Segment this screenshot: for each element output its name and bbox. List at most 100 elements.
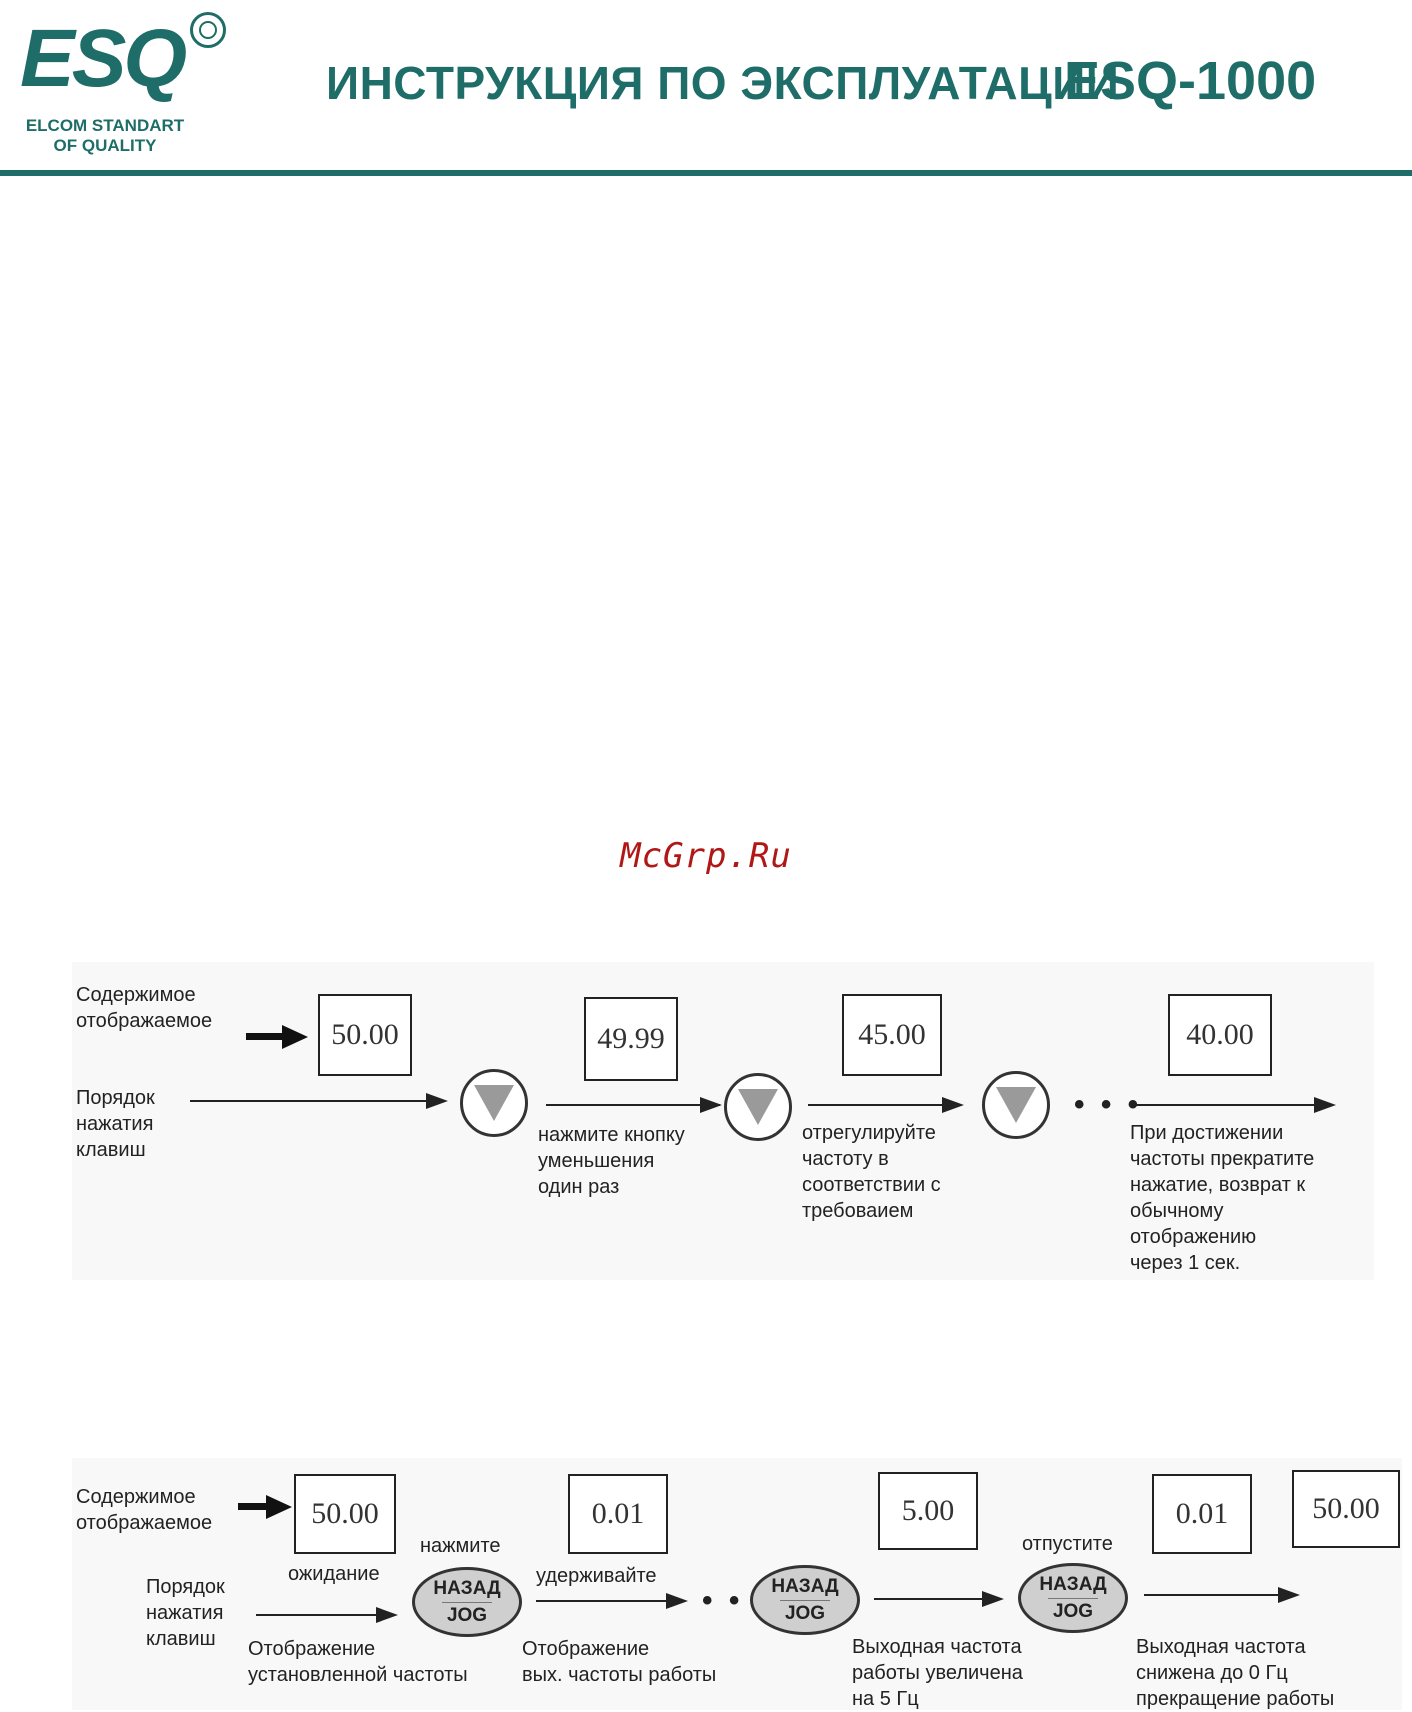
display-content-label-line1: Содержимое xyxy=(76,1486,196,1508)
flow-arrow-head xyxy=(942,1097,964,1113)
flow-arrow-head xyxy=(1278,1587,1300,1603)
down-triangle-icon xyxy=(996,1087,1036,1123)
key-order-label-line2: нажатия xyxy=(146,1602,224,1624)
display-box: 45.00 xyxy=(842,994,942,1076)
display-box: 50.00 xyxy=(318,994,412,1076)
esq-logo: ESQ xyxy=(20,13,187,104)
flow-arrow-head xyxy=(982,1591,1004,1607)
key-order-label-line1: Порядок xyxy=(76,1087,155,1109)
step-description: Выходная частота работы увеличена на 5 Г… xyxy=(852,1634,1023,1712)
display-box: 40.00 xyxy=(1168,994,1272,1076)
back-jog-button[interactable]: НАЗАД JOG xyxy=(750,1565,860,1635)
key-order-label-line3: клавиш xyxy=(76,1139,146,1161)
flow-arrow-head xyxy=(666,1593,688,1609)
key-order-label: Порядок нажатия клавиш xyxy=(76,1085,155,1163)
step-description: нажмите кнопку уменьшения один раз xyxy=(538,1122,685,1200)
back-jog-divider xyxy=(442,1601,492,1603)
flow-arrow-line xyxy=(1144,1594,1284,1596)
step-line: через 1 сек. xyxy=(1130,1252,1241,1274)
continuation-dots: • • • xyxy=(1074,1088,1143,1121)
back-jog-divider xyxy=(780,1599,830,1601)
step-line: нажмите кнопку xyxy=(538,1124,685,1146)
step-line: установленной частоты xyxy=(248,1664,468,1686)
display-box: 49.99 xyxy=(584,997,678,1081)
header-divider xyxy=(0,170,1412,176)
back-jog-label-bottom: JOG xyxy=(446,1604,488,1626)
logo-emblem-icon xyxy=(190,12,226,48)
step-description: отрегулируйте частоту в соответствии с т… xyxy=(802,1120,941,1224)
step-line: один раз xyxy=(538,1176,620,1198)
display-box: 0.01 xyxy=(1152,1474,1252,1554)
display-arrow-head xyxy=(282,1025,308,1049)
hold-label: удерживайте xyxy=(536,1565,657,1587)
key-order-label: Порядок нажатия клавиш xyxy=(146,1574,225,1652)
display-content-label-line2: отображаемое xyxy=(76,1512,213,1534)
step-line: снижена до 0 Гц xyxy=(1136,1662,1288,1684)
flow-arrow-line xyxy=(874,1598,986,1600)
release-label: отпустите xyxy=(1022,1533,1113,1555)
logo-emblem-inner xyxy=(199,21,217,39)
display-arrow-shaft xyxy=(246,1033,282,1040)
back-jog-label-top: НАЗАД xyxy=(1039,1573,1107,1595)
step-line: вых. частоты работы xyxy=(522,1664,717,1686)
flow-arrow-head xyxy=(700,1097,722,1113)
display-content-label: Содержимое отображаемое xyxy=(76,1484,212,1536)
press-label: нажмите xyxy=(420,1535,501,1557)
flow-arrow-line xyxy=(808,1104,958,1106)
watermark: McGrp.Ru xyxy=(620,836,792,876)
step-line: прекращение работы xyxy=(1136,1688,1335,1710)
down-triangle-icon xyxy=(474,1085,514,1121)
document-title: ИНСТРУКЦИЯ ПО ЭКСПЛУАТАЦИИ xyxy=(326,57,1120,109)
flow-arrow-line xyxy=(1132,1104,1322,1106)
step-description: Отображение вых. частоты работы xyxy=(522,1636,716,1688)
back-jog-button[interactable]: НАЗАД JOG xyxy=(412,1567,522,1637)
back-jog-label-top: НАЗАД xyxy=(433,1577,501,1599)
step-line: частоту в xyxy=(802,1148,889,1170)
flow-arrow-head xyxy=(1314,1097,1336,1113)
back-jog-label-top: НАЗАД xyxy=(771,1575,839,1597)
display-box: 5.00 xyxy=(878,1472,978,1550)
flow-arrow-line xyxy=(256,1614,386,1616)
logo-subtitle-line1: ELCOM STANDART xyxy=(25,116,185,135)
display-box: 0.01 xyxy=(568,1474,668,1554)
step-line: обычному xyxy=(1130,1200,1224,1222)
down-button[interactable] xyxy=(982,1071,1050,1139)
step-line: нажатие, возврат к xyxy=(1130,1174,1306,1196)
key-order-label-line3: клавиш xyxy=(146,1628,216,1650)
flow-arrow-line xyxy=(536,1600,680,1602)
flow-arrow-head xyxy=(426,1093,448,1109)
down-triangle-icon xyxy=(738,1089,778,1125)
display-content-label-line2: отображаемое xyxy=(76,1010,213,1032)
model-name: ESQ-1000 xyxy=(1064,51,1317,111)
key-order-label-line1: Порядок xyxy=(146,1576,225,1598)
step-line: Отображение xyxy=(522,1638,650,1660)
flow-arrow-line xyxy=(190,1100,426,1102)
step-line: частоты прекратите xyxy=(1130,1148,1315,1170)
step-line: отрегулируйте xyxy=(802,1122,936,1144)
step-description: Отображение установленной частоты xyxy=(248,1636,468,1688)
down-button[interactable] xyxy=(460,1069,528,1137)
step-line: Отображение xyxy=(248,1638,376,1660)
step-line: уменьшения xyxy=(538,1150,655,1172)
key-order-label-line2: нажатия xyxy=(76,1113,154,1135)
step-description: При достижении частоты прекратите нажати… xyxy=(1130,1120,1314,1276)
step-line: Выходная частота xyxy=(1136,1636,1306,1658)
step-line: соответствии с xyxy=(802,1174,941,1196)
step-line: работы увеличена xyxy=(852,1662,1023,1684)
logo-subtitle-line2: OF QUALITY xyxy=(53,136,157,155)
down-button[interactable] xyxy=(724,1073,792,1141)
step-line: на 5 Гц xyxy=(852,1688,919,1710)
display-arrow-shaft xyxy=(238,1503,268,1510)
flow-arrow-line xyxy=(546,1104,720,1106)
back-jog-button[interactable]: НАЗАД JOG xyxy=(1018,1563,1128,1633)
flow-arrow-head xyxy=(376,1607,398,1623)
step-line: Выходная частота xyxy=(852,1636,1022,1658)
step-line: отображению xyxy=(1130,1226,1257,1248)
display-box: 50.00 xyxy=(1292,1470,1400,1548)
logo-subtitle: ELCOM STANDART OF QUALITY xyxy=(20,116,190,156)
display-box: 50.00 xyxy=(294,1474,396,1554)
step-description: Выходная частота снижена до 0 Гц прекращ… xyxy=(1136,1634,1334,1712)
wait-label: ожидание xyxy=(288,1563,380,1585)
diagram-decrease-frequency xyxy=(72,962,1374,1280)
step-line: При достижении xyxy=(1130,1122,1284,1144)
